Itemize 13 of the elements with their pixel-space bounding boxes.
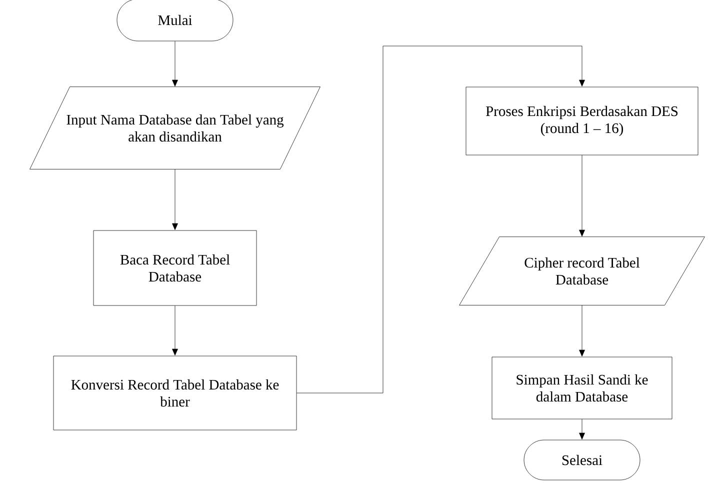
process-box: Baca Record Tabel Database [93,230,257,306]
arrow [172,169,178,230]
input-output-parallelogram: Cipher record Tabel Database [459,236,705,306]
arrow [579,305,585,356]
arrow [172,41,178,86]
arrow [579,155,585,236]
process-box: Konversi Record Tabel Database ke biner [53,356,297,430]
input-output-parallelogram: Input Nama Database dan Tabel yang akan disandikan [30,86,320,170]
arrow [296,46,585,394]
process-box: Simpan Hasil Sandi ke dalam Database [492,356,672,420]
process-box: Proses Enkripsi Berdasakan DES (round 1 – 16) [466,86,698,156]
arrow [579,419,585,440]
arrow [172,306,178,356]
